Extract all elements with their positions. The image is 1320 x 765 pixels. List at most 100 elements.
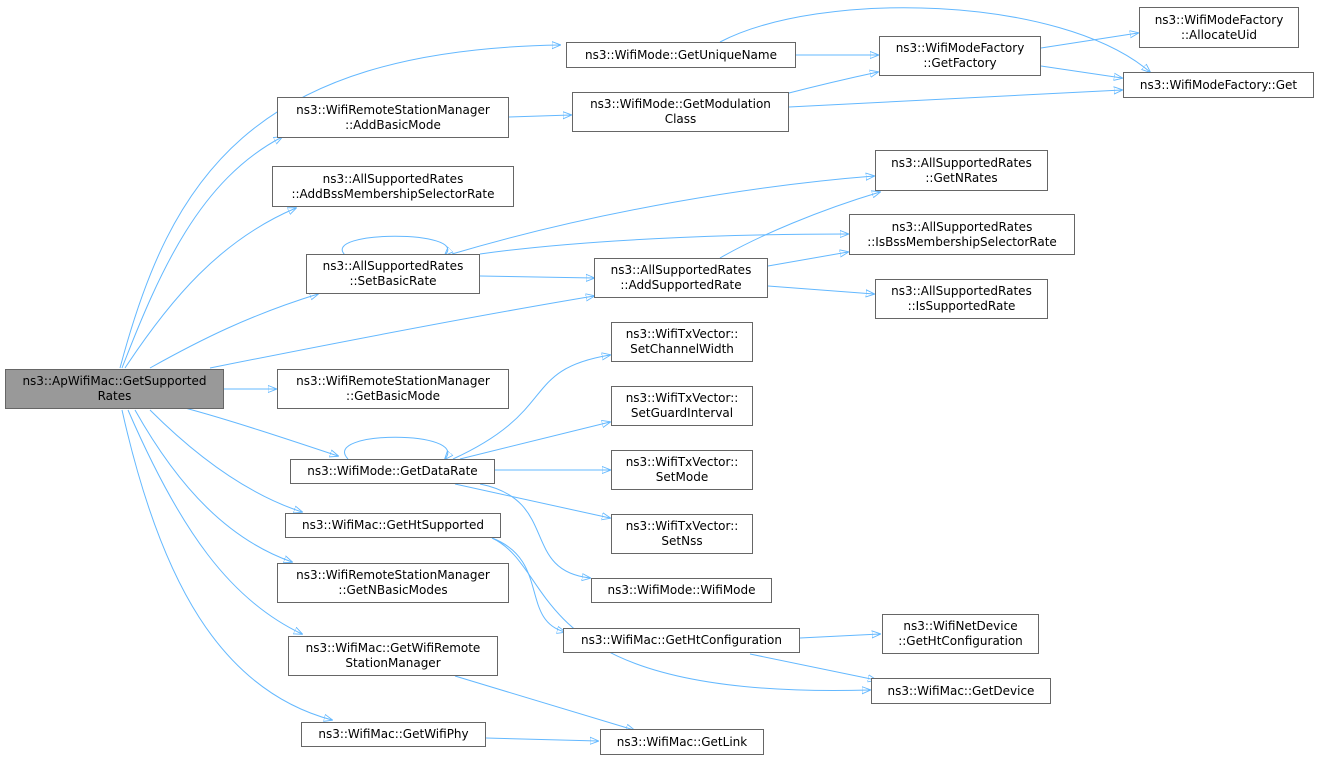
node-setnss-line2: SetNss bbox=[661, 534, 703, 548]
node-getlink-line1: ns3::WifiMac::GetLink bbox=[616, 734, 748, 749]
node-getnbasicmodes-line1: ns3::WifiRemoteStationManager bbox=[296, 568, 490, 582]
edge-getdatarate-setchannelwidth bbox=[452, 355, 610, 460]
node-getsupportedrates: ns3::ApWifiMac::GetSupported Rates bbox=[5, 369, 224, 409]
node-issupportedrate[interactable]: ns3::AllSupportedRates ::IsSupportedRate bbox=[875, 279, 1048, 319]
node-getnrates-line2: ::GetNRates bbox=[925, 170, 998, 185]
node-addsupportedrate-line2: ::AddSupportedRate bbox=[620, 278, 742, 292]
node-wifimode-line1: ns3::WifiMode::WifiMode bbox=[607, 583, 756, 597]
node-getwifiphy-line1: ns3::WifiMac::GetWifiPhy bbox=[318, 727, 469, 741]
node-getfactory-line2: ::GetFactory bbox=[923, 56, 997, 70]
node-netdevicehtconfig-line2: ::GetHtConfiguration bbox=[898, 634, 1023, 648]
node-getbasicmode[interactable]: ns3::WifiRemoteStationManager ::GetBasic… bbox=[277, 369, 509, 409]
node-getwifiremotestationmanager[interactable]: ns3::WifiMac::GetWifiRemote StationManag… bbox=[288, 636, 498, 676]
edge-gethtsupported-gethtconfig bbox=[491, 537, 565, 632]
edge-getfactory-factoryget bbox=[1040, 65, 1122, 78]
edge-getwifiphy-getlink bbox=[485, 738, 598, 741]
edge-root-addsupportedrate bbox=[209, 296, 594, 369]
node-setchannelwidth-line2: SetChannelWidth bbox=[630, 342, 734, 356]
edge-getfactory-allocateuid bbox=[1040, 33, 1138, 49]
edge-addbasicmode-modulation bbox=[508, 115, 571, 117]
node-setguardinterval[interactable]: ns3::WifiTxVector:: SetGuardInterval bbox=[611, 386, 753, 426]
node-setmode-line1: ns3::WifiTxVector:: bbox=[625, 455, 739, 469]
node-setchannelwidth[interactable]: ns3::WifiTxVector:: SetChannelWidth bbox=[611, 322, 753, 362]
edge-modulation-getfactory bbox=[784, 72, 878, 95]
edge-getdatarate-setnss bbox=[454, 483, 610, 518]
node-getnbasicmodes[interactable]: ns3::WifiRemoteStationManager ::GetNBasi… bbox=[277, 563, 509, 603]
node-gethtsupported[interactable]: ns3::WifiMac::GetHtSupported bbox=[285, 513, 501, 538]
node-addsupportedrate[interactable]: ns3::AllSupportedRates ::AddSupportedRat… bbox=[594, 258, 768, 298]
node-setbasicrate[interactable]: ns3::AllSupportedRates ::SetBasicRate bbox=[306, 254, 480, 294]
node-isbssmembership-line1: ns3::AllSupportedRates bbox=[891, 219, 1033, 234]
node-getmodulationclass-line2: Class bbox=[664, 112, 697, 126]
node-allocateuid-line2: ::AllocateUid bbox=[1180, 27, 1258, 42]
node-wifinetdevice-gethtconfiguration[interactable]: ns3::WifiNetDevice ::GetHtConfiguration bbox=[882, 614, 1039, 654]
node-wifimodefactory-get[interactable]: ns3::WifiModeFactory::Get bbox=[1123, 72, 1314, 98]
node-getdatarate[interactable]: ns3::WifiMode::GetDataRate bbox=[290, 459, 495, 484]
node-setguardinterval-line1: ns3::WifiTxVector:: bbox=[625, 391, 739, 405]
node-getnbasicmodes-line2: ::GetNBasicModes bbox=[338, 583, 448, 597]
node-issupportedrate-line1: ns3::AllSupportedRates bbox=[891, 284, 1032, 298]
edge-getdatarate-wifimode bbox=[479, 483, 590, 578]
node-setbasicrate-line2: ::SetBasicRate bbox=[349, 274, 437, 288]
node-getwifiremote-line1: ns3::WifiMac::GetWifiRemote bbox=[305, 641, 481, 655]
node-getsupportedrates-line2: Rates bbox=[97, 389, 132, 403]
edge-root-getwifiremote bbox=[127, 409, 302, 634]
node-getwifiremote-line2: StationManager bbox=[345, 656, 441, 670]
node-setchannelwidth-line1: ns3::WifiTxVector:: bbox=[625, 327, 739, 341]
edge-addsupported-isbss bbox=[767, 252, 848, 267]
edge-addsupported-getnrates bbox=[719, 192, 880, 259]
node-getuniquename[interactable]: ns3::WifiMode::GetUniqueName bbox=[566, 42, 796, 68]
node-getmodulationclass-line1: ns3::WifiMode::GetModulation bbox=[590, 97, 771, 111]
node-getlink[interactable]: ns3::WifiMac::GetLink bbox=[600, 729, 764, 755]
node-getuniquename-line1: ns3::WifiMode::GetUniqueName bbox=[585, 47, 777, 62]
edge-getwifiremote-getlink bbox=[454, 675, 634, 730]
node-isbssmembership-line2: ::IsBssMembershipSelectorRate bbox=[867, 234, 1057, 249]
node-getnrates[interactable]: ns3::AllSupportedRates ::GetNRates bbox=[875, 150, 1048, 191]
edge-gethtsupported-getdevice bbox=[491, 537, 870, 691]
node-getdevice-line1: ns3::WifiMac::GetDevice bbox=[887, 683, 1035, 698]
node-getwifiphy[interactable]: ns3::WifiMac::GetWifiPhy bbox=[301, 722, 486, 747]
node-getmodulationclass[interactable]: ns3::WifiMode::GetModulation Class bbox=[572, 92, 789, 132]
node-gethtsupported-line1: ns3::WifiMac::GetHtSupported bbox=[301, 518, 484, 532]
edge-root-getnbasicmodes bbox=[134, 409, 292, 562]
node-getfactory[interactable]: ns3::WifiModeFactory ::GetFactory bbox=[879, 36, 1041, 76]
edge-root-addbasicmode bbox=[121, 137, 282, 369]
edge-setbasicrate-getnrates bbox=[451, 176, 874, 255]
node-gethtconfiguration-line1: ns3::WifiMac::GetHtConfiguration bbox=[581, 633, 782, 647]
edge-addsupported-issupported bbox=[767, 285, 874, 294]
edge-setbasicrate-self bbox=[341, 235, 448, 255]
node-addbssmembership-line1: ns3::AllSupportedRates bbox=[322, 171, 464, 186]
node-setmode-line2: SetMode bbox=[655, 470, 709, 484]
node-addbssmembershipselectorrate[interactable]: ns3::AllSupportedRates ::AddBssMembershi… bbox=[272, 166, 514, 207]
node-addbasicmode[interactable]: ns3::WifiRemoteStationManager ::AddBasic… bbox=[277, 97, 509, 138]
node-setmode[interactable]: ns3::WifiTxVector:: SetMode bbox=[611, 450, 753, 490]
node-isbssmembershipselectorrate[interactable]: ns3::AllSupportedRates ::IsBssMembership… bbox=[849, 214, 1075, 255]
node-addbssmembership-line2: ::AddBssMembershipSelectorRate bbox=[291, 186, 495, 201]
node-allocateuid[interactable]: ns3::WifiModeFactory ::AllocateUid bbox=[1139, 7, 1299, 48]
node-gethtconfiguration[interactable]: ns3::WifiMac::GetHtConfiguration bbox=[563, 628, 800, 653]
node-factoryget-line1: ns3::WifiModeFactory::Get bbox=[1139, 77, 1298, 92]
node-setnss[interactable]: ns3::WifiTxVector:: SetNss bbox=[611, 514, 753, 554]
edge-root-getwifiphy bbox=[121, 409, 332, 720]
node-netdevicehtconfig-line1: ns3::WifiNetDevice bbox=[903, 619, 1018, 633]
node-getfactory-line1: ns3::WifiModeFactory bbox=[895, 41, 1025, 55]
edge-gethtconfig-getdevice bbox=[749, 653, 876, 680]
node-getbasicmode-line2: ::GetBasicMode bbox=[346, 389, 440, 403]
node-setbasicrate-line1: ns3::AllSupportedRates bbox=[322, 259, 464, 273]
node-setnss-line1: ns3::WifiTxVector:: bbox=[625, 519, 739, 533]
node-getbasicmode-line1: ns3::WifiRemoteStationManager bbox=[296, 374, 490, 388]
node-getdevice[interactable]: ns3::WifiMac::GetDevice bbox=[871, 678, 1051, 704]
node-addbasicmode-line2: ::AddBasicMode bbox=[345, 117, 441, 132]
edge-gethtconfig-netdevice bbox=[799, 634, 880, 638]
node-wifimode[interactable]: ns3::WifiMode::WifiMode bbox=[591, 578, 772, 603]
edge-getdatarate-setguardinterval bbox=[459, 422, 610, 460]
node-getsupportedrates-line1: ns3::ApWifiMac::GetSupported bbox=[22, 374, 207, 388]
node-getdatarate-line1: ns3::WifiMode::GetDataRate bbox=[307, 464, 478, 478]
edge-root-addbssmembership bbox=[124, 208, 296, 369]
edge-setbasicrate-isbss bbox=[479, 234, 848, 255]
edge-setbasicrate-addsupported bbox=[479, 276, 594, 278]
node-allocateuid-line1: ns3::WifiModeFactory bbox=[1154, 12, 1284, 27]
node-addsupportedrate-line1: ns3::AllSupportedRates bbox=[610, 263, 752, 277]
